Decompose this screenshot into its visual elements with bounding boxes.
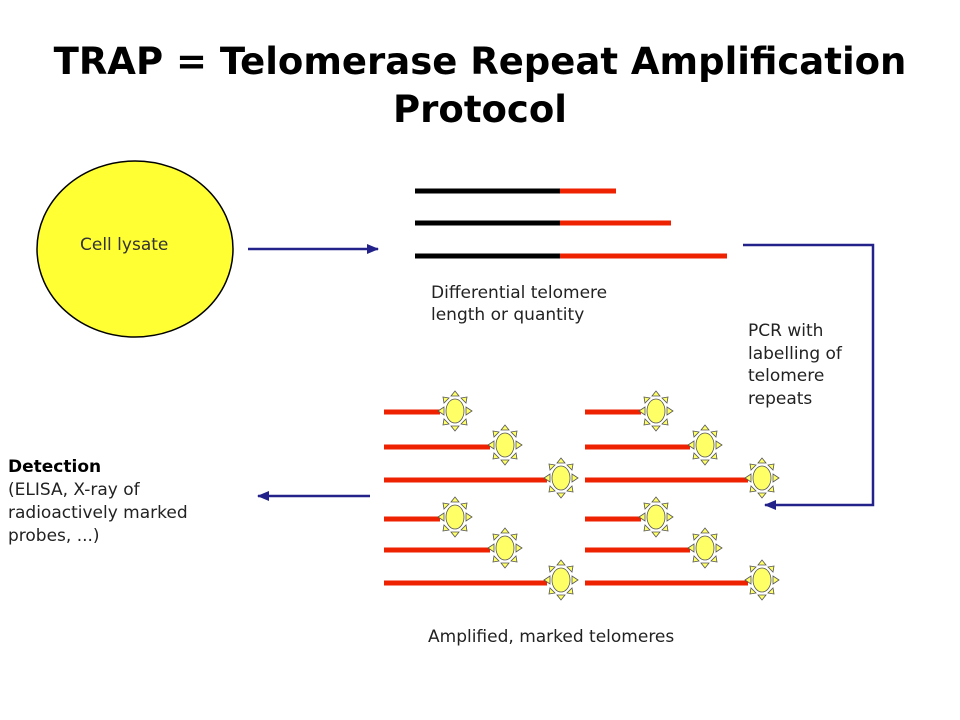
detection-line-1: (ELISA, X-ray of	[8, 480, 140, 500]
label-marker-icon	[687, 527, 723, 569]
differential-label-line-2: length or quantity	[431, 305, 585, 325]
amplified-telomeres-right	[585, 390, 780, 601]
title-line-2: Protocol	[393, 88, 567, 131]
label-marker-icon	[543, 457, 579, 499]
pcr-label: PCR with labelling of telomere repeats	[748, 320, 858, 410]
label-marker-icon	[744, 559, 780, 601]
cell-lysate-label: Cell lysate	[80, 235, 169, 255]
pcr-arrow	[743, 243, 875, 510]
title-line-1: TRAP = Telomerase Repeat Amplification	[53, 40, 907, 83]
label-marker-icon	[543, 559, 579, 601]
label-marker-icon	[437, 496, 473, 538]
label-marker-icon	[638, 390, 674, 432]
detection-label: Detection (ELISA, X-ray of radioactively…	[8, 456, 243, 548]
pcr-label-line-1: PCR with	[748, 321, 824, 341]
label-marker-icon	[487, 527, 523, 569]
label-marker-icon	[487, 424, 523, 466]
detection-line-3: probes, ...)	[8, 526, 100, 546]
label-marker-icon	[638, 496, 674, 538]
pcr-label-line-2: labelling of	[748, 343, 842, 364]
differential-telomere-label: Differential telomere length or quantity	[431, 282, 671, 326]
differential-label-line-1: Differential telomere	[431, 283, 608, 303]
label-marker-icon	[437, 390, 473, 432]
differential-telomeres	[415, 188, 727, 259]
amplified-telomeres-label: Amplified, marked telomeres	[428, 627, 675, 647]
label-marker-icon	[744, 457, 780, 499]
label-marker-icon	[687, 424, 723, 466]
slide-title: TRAP = Telomerase Repeat Amplification P…	[0, 38, 960, 134]
amplified-telomeres-left	[384, 390, 579, 601]
detection-line-2: radioactively marked	[8, 503, 188, 523]
pcr-label-line-3: telomere	[748, 366, 825, 386]
pcr-label-line-4: repeats	[748, 388, 813, 409]
cell-lysate-circle	[36, 160, 234, 338]
detection-heading: Detection	[8, 457, 102, 477]
